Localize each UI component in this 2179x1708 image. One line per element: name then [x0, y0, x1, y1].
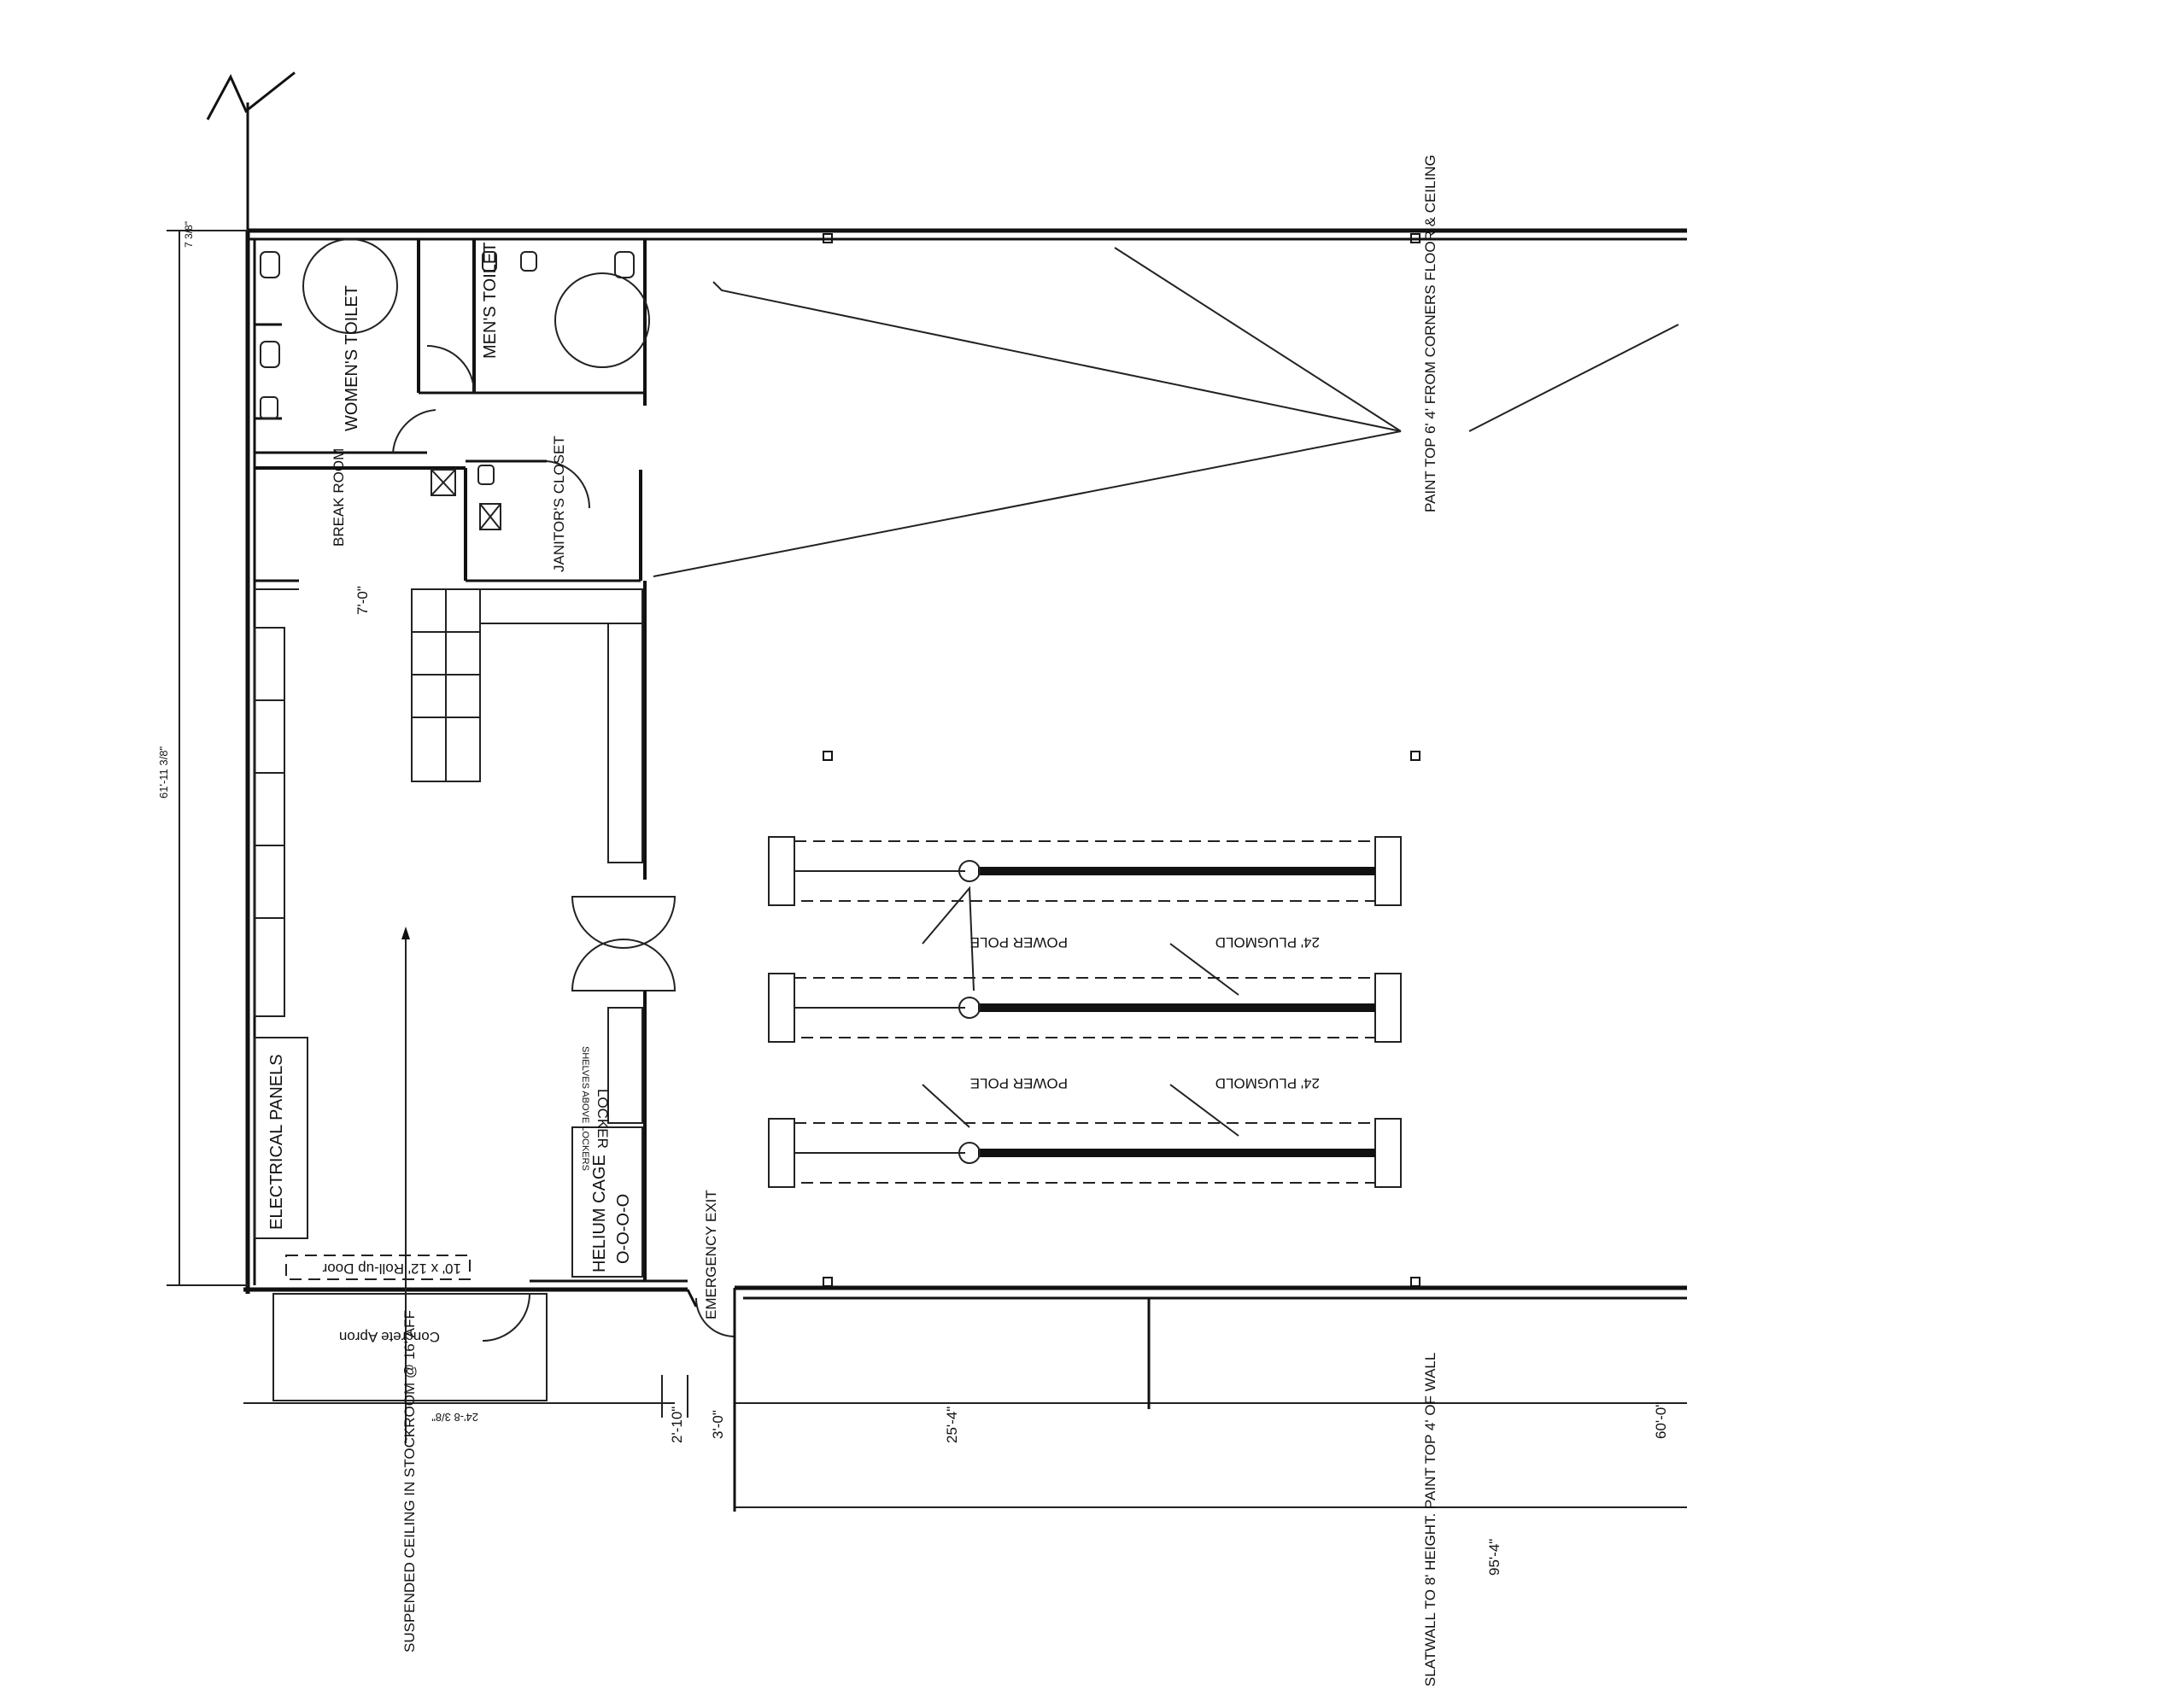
dim-2-10: 2'-10": [669, 1407, 685, 1443]
column-marker: [823, 233, 833, 243]
toilet-fixture: [260, 251, 280, 278]
fixture-row: [768, 973, 1402, 1043]
locker-unit: [607, 1007, 643, 1124]
column-marker: [823, 1277, 833, 1287]
sink-fixture: [477, 465, 495, 485]
paint-note: PAINT TOP 6' 4' FROM CORNERS FLOOR & CEI…: [1422, 155, 1438, 512]
column-marker: [823, 751, 833, 761]
janitors-closet-label: JANITOR'S CLOSET: [551, 436, 567, 572]
power-pole-label: POWER POLE: [970, 934, 1068, 951]
top-small-dim: 7 3/8": [183, 221, 195, 248]
helium-cylinders-label: O-O-O-O: [614, 1194, 633, 1264]
suspended-ceiling-note: SUSPENDED CEILING IN STOCKROOM @ 16' AFF: [401, 1310, 418, 1652]
power-pole-label: POWER POLE: [970, 1075, 1068, 1091]
urinal-fixture: [520, 251, 537, 272]
rollup-door-label: 10' x 12' Roll-up Door: [322, 1261, 461, 1277]
paint-note-leader: [1468, 324, 1679, 432]
shelving-unit: [607, 623, 643, 863]
paint-note-leader: [1114, 247, 1402, 432]
plugmold-leader: [1169, 943, 1239, 996]
door-swing: [392, 409, 436, 453]
power-pole-leader: [922, 886, 975, 991]
double-door-swing: [571, 939, 677, 991]
plugmold-leader: [1169, 1084, 1239, 1137]
overall-height-dim: 61'-11 3/8": [157, 746, 170, 798]
shelving-unit: [254, 627, 285, 1017]
toilet-fixture: [260, 341, 280, 368]
sink-fixture: [260, 396, 278, 419]
column-marker: [1410, 1277, 1420, 1287]
sink-fixture: [482, 251, 497, 272]
mens-toilet-label: MEN'S TOILET: [481, 243, 500, 359]
wheelchair-turn-circle: [554, 272, 650, 368]
locker-sub-label: SHELVES ABOVE LOCKERS: [580, 1046, 590, 1171]
break-room-label: BREAK ROOM: [331, 448, 347, 547]
concrete-apron: [272, 1293, 548, 1401]
electrical-panels-label: ELECTRICAL PANELS: [267, 1054, 286, 1230]
dim-25-4: 25'-4": [944, 1407, 960, 1443]
break-line-symbol: [206, 71, 296, 120]
bottom-left-dim: 24'-8 3/8": [431, 1411, 478, 1424]
door-swing: [426, 345, 475, 394]
helium-cage-box: [571, 1126, 643, 1278]
slatwall-note: SLATWALL TO 8' HEIGHT. PAINT TOP 4' OF W…: [1422, 1353, 1438, 1687]
paint-note-leader: [653, 430, 1402, 577]
dim-60-0: 60'-0": [1653, 1402, 1669, 1439]
shelving-unit: [479, 588, 643, 624]
door-swing: [482, 1293, 530, 1342]
door-swing: [695, 1297, 735, 1337]
equipment-box: [431, 469, 456, 496]
concrete-apron-label: Concrete Apron: [339, 1329, 440, 1345]
locker-label: LOCKER: [595, 1089, 611, 1149]
stockroom-width-dim: 7'-0": [354, 586, 371, 615]
column-marker: [1410, 751, 1420, 761]
fixture-row: [768, 1118, 1402, 1188]
electrical-panels-box: [254, 1037, 308, 1239]
fixture-row: [768, 836, 1402, 906]
emergency-exit-label: EMERGENCY EXIT: [703, 1190, 719, 1319]
equipment-box-x: [431, 469, 456, 496]
equipment-box-x: [479, 503, 501, 530]
door-swing: [546, 460, 591, 509]
equipment-box: [479, 503, 501, 530]
wheelchair-turn-circle: [302, 238, 398, 334]
toilet-fixture: [614, 251, 635, 278]
column-marker: [1410, 233, 1420, 243]
double-door-swing: [571, 896, 677, 949]
helium-cage-label: HELIUM CAGE: [590, 1155, 609, 1272]
power-pole-leader: [922, 1084, 970, 1128]
dim-95-4: 95'-4": [1486, 1539, 1502, 1576]
plugmold-label: 24' PLUGMOLD: [1215, 934, 1320, 951]
rollup-door: [285, 1255, 471, 1280]
dim-3-0: 3'-0": [710, 1410, 726, 1439]
womens-toilet-label: WOMEN'S TOILET: [343, 285, 361, 431]
plugmold-label: 24' PLUGMOLD: [1215, 1075, 1320, 1091]
paint-note-leader: [712, 281, 1402, 432]
arrowhead: [401, 927, 410, 939]
exit-wall: [686, 1289, 698, 1307]
